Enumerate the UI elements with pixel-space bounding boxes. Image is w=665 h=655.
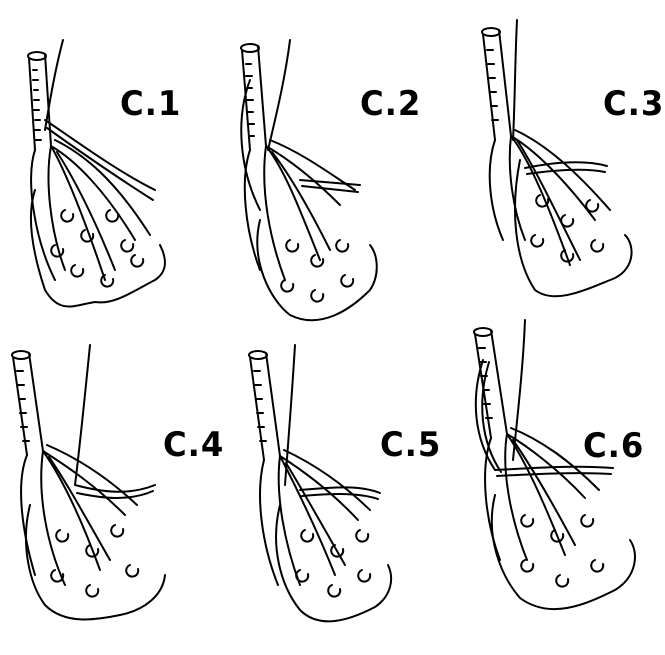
panel-label-c2: C.2: [360, 84, 421, 124]
panel-c1: C.1: [15, 40, 235, 350]
vessel-drawing-c6: [465, 320, 665, 630]
vessel-drawing-c5: [240, 345, 460, 655]
panel-c4: C.4: [5, 345, 225, 655]
panel-c3: C.3: [475, 20, 665, 330]
anatomical-variation-figure: C.1 C.2: [0, 0, 665, 626]
panel-c5: C.5: [240, 345, 460, 655]
panel-c2: C.2: [230, 40, 450, 350]
panel-label-c5: C.5: [380, 425, 441, 465]
vessel-drawing-c3: [475, 20, 665, 330]
panel-c6: C.6: [465, 320, 665, 630]
panel-label-c4: C.4: [163, 425, 224, 465]
panel-label-c6: C.6: [583, 426, 644, 466]
panel-label-c1: C.1: [120, 84, 181, 124]
vessel-drawing-c4: [5, 345, 225, 655]
panel-label-c3: C.3: [603, 84, 664, 124]
